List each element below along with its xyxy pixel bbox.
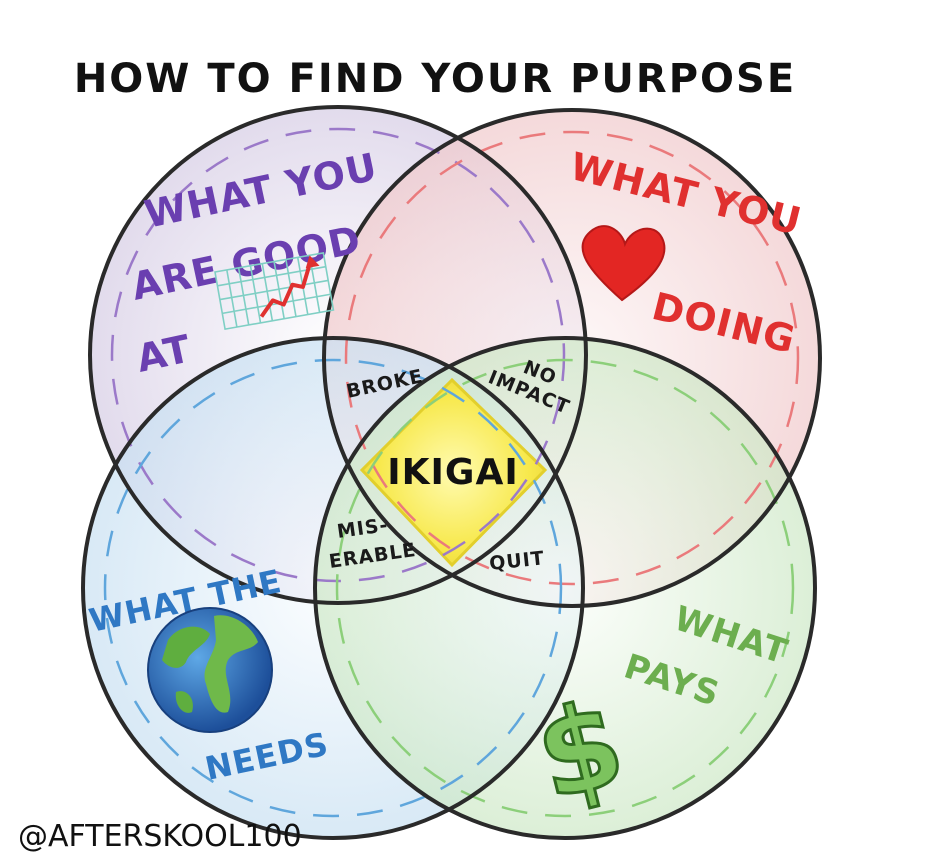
page-title: HOW TO FIND YOUR PURPOSE: [74, 56, 796, 102]
growth-chart-icon: [214, 251, 335, 331]
circle-world-needs-outline: [81, 336, 585, 840]
circle-good-at-outline: [88, 105, 588, 605]
circle-world-needs-dash: [103, 358, 563, 818]
circle-pays-outline: [313, 336, 817, 840]
author-handle: @AFTERSKOOL100: [18, 819, 302, 854]
globe-icon: [147, 607, 273, 733]
circle-love-outline: [322, 108, 822, 608]
circle-love-dash: [344, 130, 800, 586]
dashed-rings: [103, 127, 800, 818]
circle-pays-dash: [335, 358, 795, 818]
center-ikigai: IKIGAI: [387, 452, 519, 493]
circle-outlines: [81, 105, 822, 840]
heart-icon: [581, 225, 666, 302]
ikigai-highlight: [359, 377, 548, 568]
